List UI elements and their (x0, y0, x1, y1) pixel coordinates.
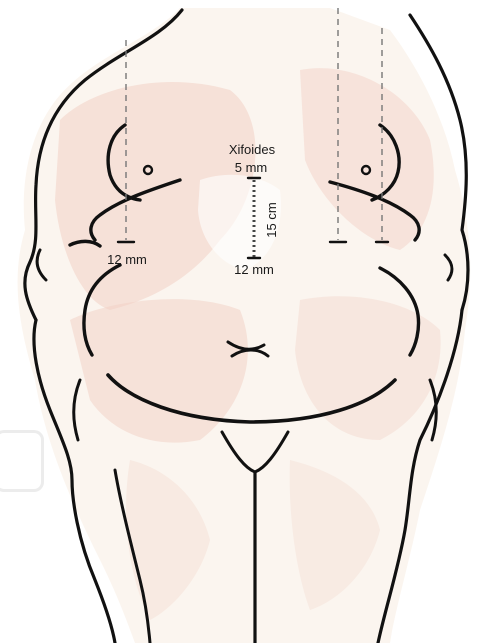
label-xiphoid: Xifoides (229, 142, 276, 157)
label-vertical-distance: 15 cm (264, 202, 279, 237)
label-upper-mark: 5 mm (235, 160, 268, 175)
label-center-mark: 12 mm (234, 262, 274, 277)
label-left-mark: 12 mm (107, 252, 147, 267)
